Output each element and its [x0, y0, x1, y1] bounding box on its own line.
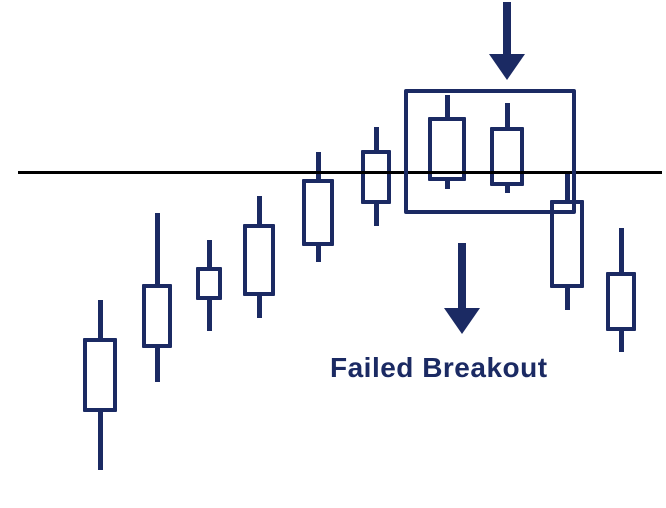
resistance-line: [18, 171, 662, 174]
failed-breakout-label: Failed Breakout: [330, 352, 548, 383]
failed-breakout-arrow-shaft: [458, 243, 466, 310]
breakout-attempt-arrow-shaft: [503, 2, 511, 56]
failed-breakout-arrow-head: [444, 308, 480, 334]
breakout-attempt-arrow-head: [489, 54, 525, 80]
breakout-box: [404, 89, 576, 214]
